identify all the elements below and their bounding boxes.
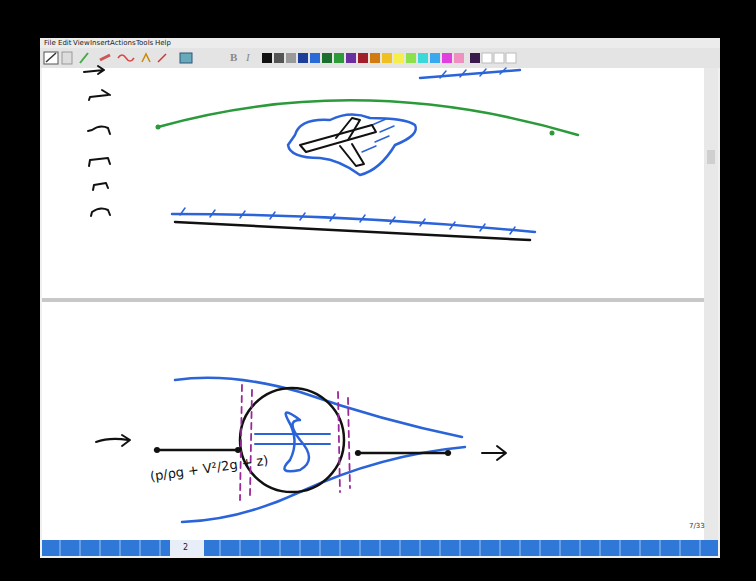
app-window	[40, 38, 720, 558]
ui-label: 7/33	[689, 523, 705, 530]
turbine-sketch	[96, 378, 506, 522]
ui-label: B	[230, 52, 237, 63]
ui-label: I	[246, 52, 250, 63]
menu-item: Edit	[58, 40, 72, 47]
page-bar	[42, 540, 718, 556]
menu-item: File	[44, 40, 56, 47]
toolbar-icons	[44, 52, 192, 64]
menu-item: Insert	[90, 40, 110, 47]
ui-label: 2	[183, 544, 188, 552]
menu-item: Tools	[136, 40, 153, 47]
menu-item: View	[73, 40, 90, 47]
menu-item: Actions	[110, 40, 136, 47]
top-sketch	[84, 66, 578, 240]
menu-item: Help	[155, 40, 171, 47]
color-swatches	[262, 53, 516, 63]
